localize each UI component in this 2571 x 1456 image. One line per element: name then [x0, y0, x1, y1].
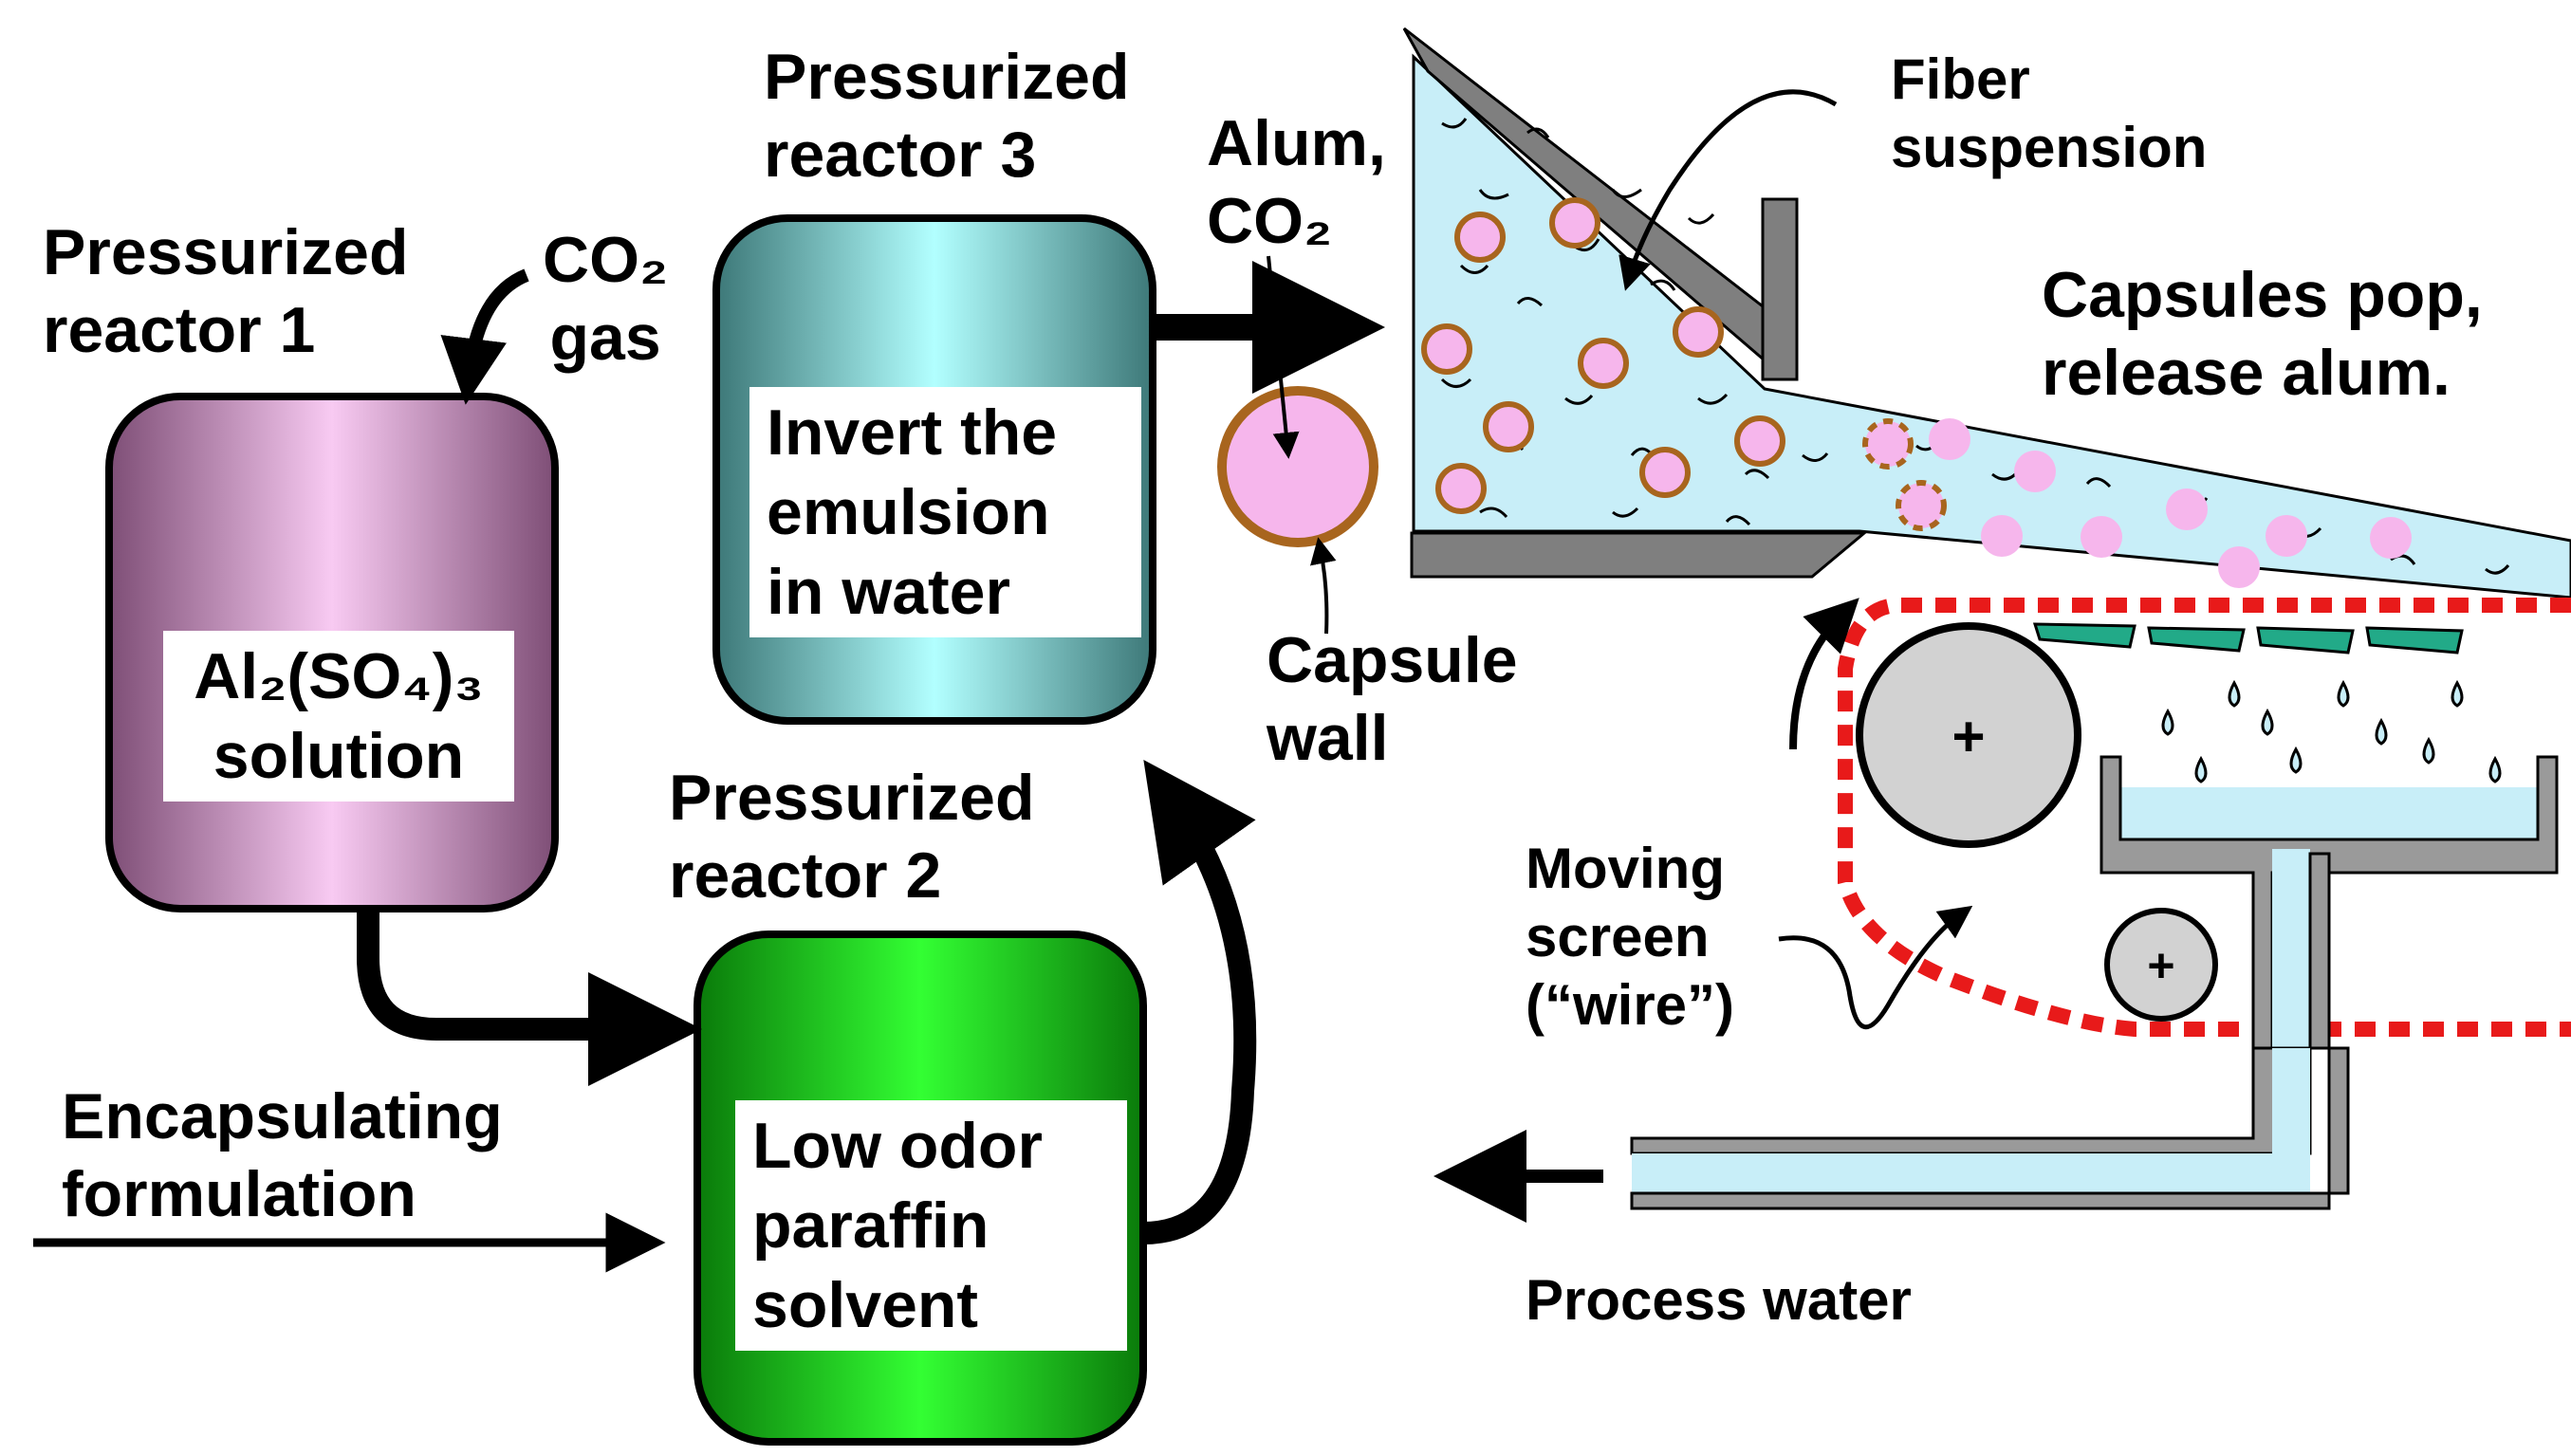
reactor-3-content-line3: in water: [767, 556, 1010, 628]
capsule-wall-line2: wall: [1267, 702, 1389, 774]
reactor2-to-reactor3-arrow: [1142, 760, 1257, 1244]
moving-screen-label: Moving screen (“wire”): [1526, 835, 1734, 1040]
saveall-tray: [2099, 755, 2559, 1050]
capsules-pop-label: Capsules pop, release alum.: [2042, 256, 2483, 412]
process-water-label: Process water: [1526, 1268, 1912, 1332]
moving-screen-line3: (“wire”): [1526, 973, 1735, 1037]
fiber-suspension-line1: Fiber: [1891, 47, 2030, 111]
drop-pipe-wall: [2308, 852, 2331, 1050]
drain-pipe-bottom: [1630, 1046, 2350, 1210]
reactor-2-content-line2: paraffin: [752, 1189, 990, 1262]
return-roll-center: +: [2147, 939, 2174, 992]
breast-roll: [1856, 622, 2081, 848]
reactor-1-content: Al₂(SO₄)₃ solution: [163, 631, 514, 802]
reactor-3-title: Pressurized reactor 3: [764, 38, 1130, 194]
encapsulating-line1: Encapsulating: [62, 1080, 503, 1152]
reactor-1-title-line1: Pressurized: [43, 216, 409, 288]
reactor-3-content-line2: emulsion: [767, 476, 1050, 548]
encapsulating-label: Encapsulating formulation: [62, 1078, 503, 1233]
capsule-wall-line1: Capsule: [1267, 624, 1518, 696]
co2-gas-label: CO₂ gas: [543, 221, 668, 377]
headbox-suspension: [1412, 53, 2571, 599]
reactor-2-title: Pressurized reactor 2: [669, 759, 1035, 914]
co2-gas-line2: gas: [549, 302, 661, 374]
reactor-1-title-line2: reactor 1: [43, 294, 316, 366]
fiber-suspension-line2: suspension: [1891, 116, 2208, 179]
reactor-2-content: Low odor paraffin solvent: [735, 1100, 1127, 1351]
drain-pipe: [1630, 1046, 2312, 1155]
headbox-lip: [1761, 197, 1799, 381]
reactor-2-content-line3: solvent: [752, 1269, 979, 1341]
return-roll: [2104, 908, 2218, 1022]
wire-direction-arrow: [1789, 598, 1859, 750]
reactor-2-title-line1: Pressurized: [669, 762, 1035, 834]
reactor-3-content-line1: Invert the: [767, 396, 1058, 469]
alum-co2-label: Alum, CO₂: [1207, 104, 1386, 260]
headbox-floor: [1410, 531, 1869, 579]
moving-screen-line1: Moving: [1526, 837, 1725, 900]
popping-capsules: [1862, 418, 1947, 531]
moving-screen-line2: screen: [1526, 905, 1710, 968]
fiber-suspension-label: Fiber suspension: [1891, 46, 2207, 182]
reactor1-to-reactor2-arrow: [357, 912, 702, 1086]
reactor-1-title: Pressurized reactor 1: [43, 213, 409, 369]
moving-screen-pointer: [1778, 905, 1973, 1029]
alum-co2-pointer: [1267, 255, 1300, 459]
breast-roll-center: +: [1951, 705, 1985, 768]
alum-co2-line1: Alum,: [1207, 107, 1386, 179]
capsules-pop-line2: release alum.: [2042, 337, 2451, 409]
capsules-in-headbox: [1421, 197, 1785, 514]
drainage-foils: [2032, 622, 2464, 654]
reactor-1-content-line2: solution: [213, 720, 465, 792]
reactor-3-title-line2: reactor 3: [764, 119, 1037, 191]
co2-gas-arrow: [440, 268, 529, 405]
capsules-pop-line1: Capsules pop,: [2042, 259, 2483, 331]
capsule-detail: [1217, 386, 1378, 547]
fiber-suspension-pointer: [1618, 89, 1838, 291]
encapsulating-line2: formulation: [62, 1158, 416, 1230]
reactor-3-title-line1: Pressurized: [764, 41, 1130, 113]
reactor-1-content-line1: Al₂(SO₄)₃: [194, 640, 484, 712]
drain-pipe-water: [1632, 1153, 2310, 1193]
capsule-wall-label: Capsule wall: [1267, 621, 1518, 777]
capsule-wall-pointer: [1310, 537, 1337, 635]
drain-riser-water: [2272, 1048, 2310, 1171]
co2-gas-line1: CO₂: [543, 224, 669, 296]
water-drops: [2161, 679, 2502, 783]
alum-co2-line2: CO₂: [1207, 185, 1333, 257]
released-alum: [1929, 418, 2412, 588]
reactor-2-title-line2: reactor 2: [669, 839, 942, 912]
reactor-3-content: Invert the emulsion in water: [749, 387, 1141, 637]
reactor-2-content-line1: Low odor: [752, 1110, 1043, 1182]
